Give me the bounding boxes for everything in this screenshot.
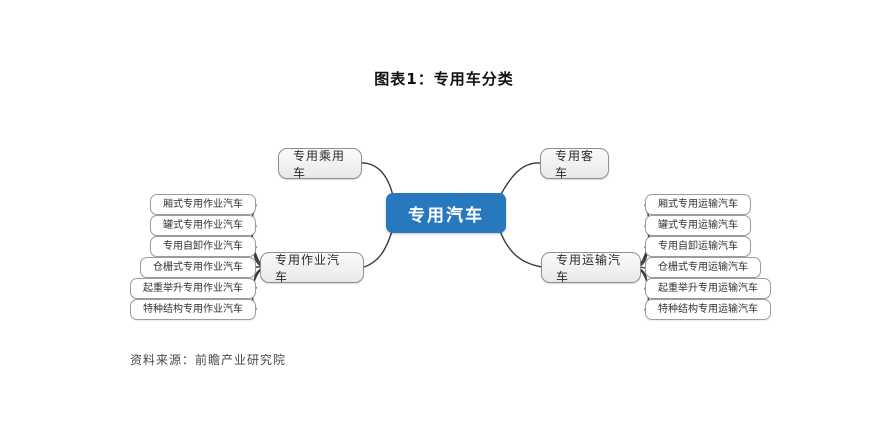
- branch-label: 专用客车: [555, 148, 595, 180]
- branch-label: 专用作业汽车: [275, 252, 341, 284]
- center-node-special-vehicle: 专用汽车: [386, 193, 506, 233]
- center-node-label: 专用汽车: [408, 205, 484, 226]
- leaf-item: 专用自卸作业汽车: [150, 236, 256, 257]
- leaf-item: 罐式专用运输汽车: [645, 215, 751, 236]
- branch-node-special-bus: 专用客车: [540, 148, 609, 180]
- leaf-item: 特种结构专用作业汽车: [130, 299, 256, 320]
- branch-node-operation-vehicle: 专用作业汽车: [260, 252, 364, 284]
- branch-node-passenger-car: 专用乘用车: [278, 148, 362, 180]
- leaf-item: 罐式专用作业汽车: [150, 215, 256, 236]
- page-title: 图表1：专用车分类: [374, 70, 514, 88]
- branch-label: 专用运输汽车: [556, 252, 622, 284]
- source-attribution: 资料来源：前瞻产业研究院: [130, 353, 287, 367]
- leaf-item: 仓栅式专用运输汽车: [645, 257, 761, 278]
- leaf-item: 起重举升专用作业汽车: [130, 278, 256, 299]
- leaf-item: 厢式专用作业汽车: [150, 194, 256, 215]
- leaf-item: 特种结构专用运输汽车: [645, 299, 771, 320]
- leaf-item: 厢式专用运输汽车: [645, 194, 751, 215]
- branch-node-transport-vehicle: 专用运输汽车: [541, 252, 641, 284]
- leaf-item: 起重举升专用运输汽车: [645, 278, 771, 299]
- leaf-item: 仓栅式专用作业汽车: [140, 257, 256, 278]
- leaf-item: 专用自卸运输汽车: [645, 236, 751, 257]
- branch-label: 专用乘用车: [293, 148, 346, 180]
